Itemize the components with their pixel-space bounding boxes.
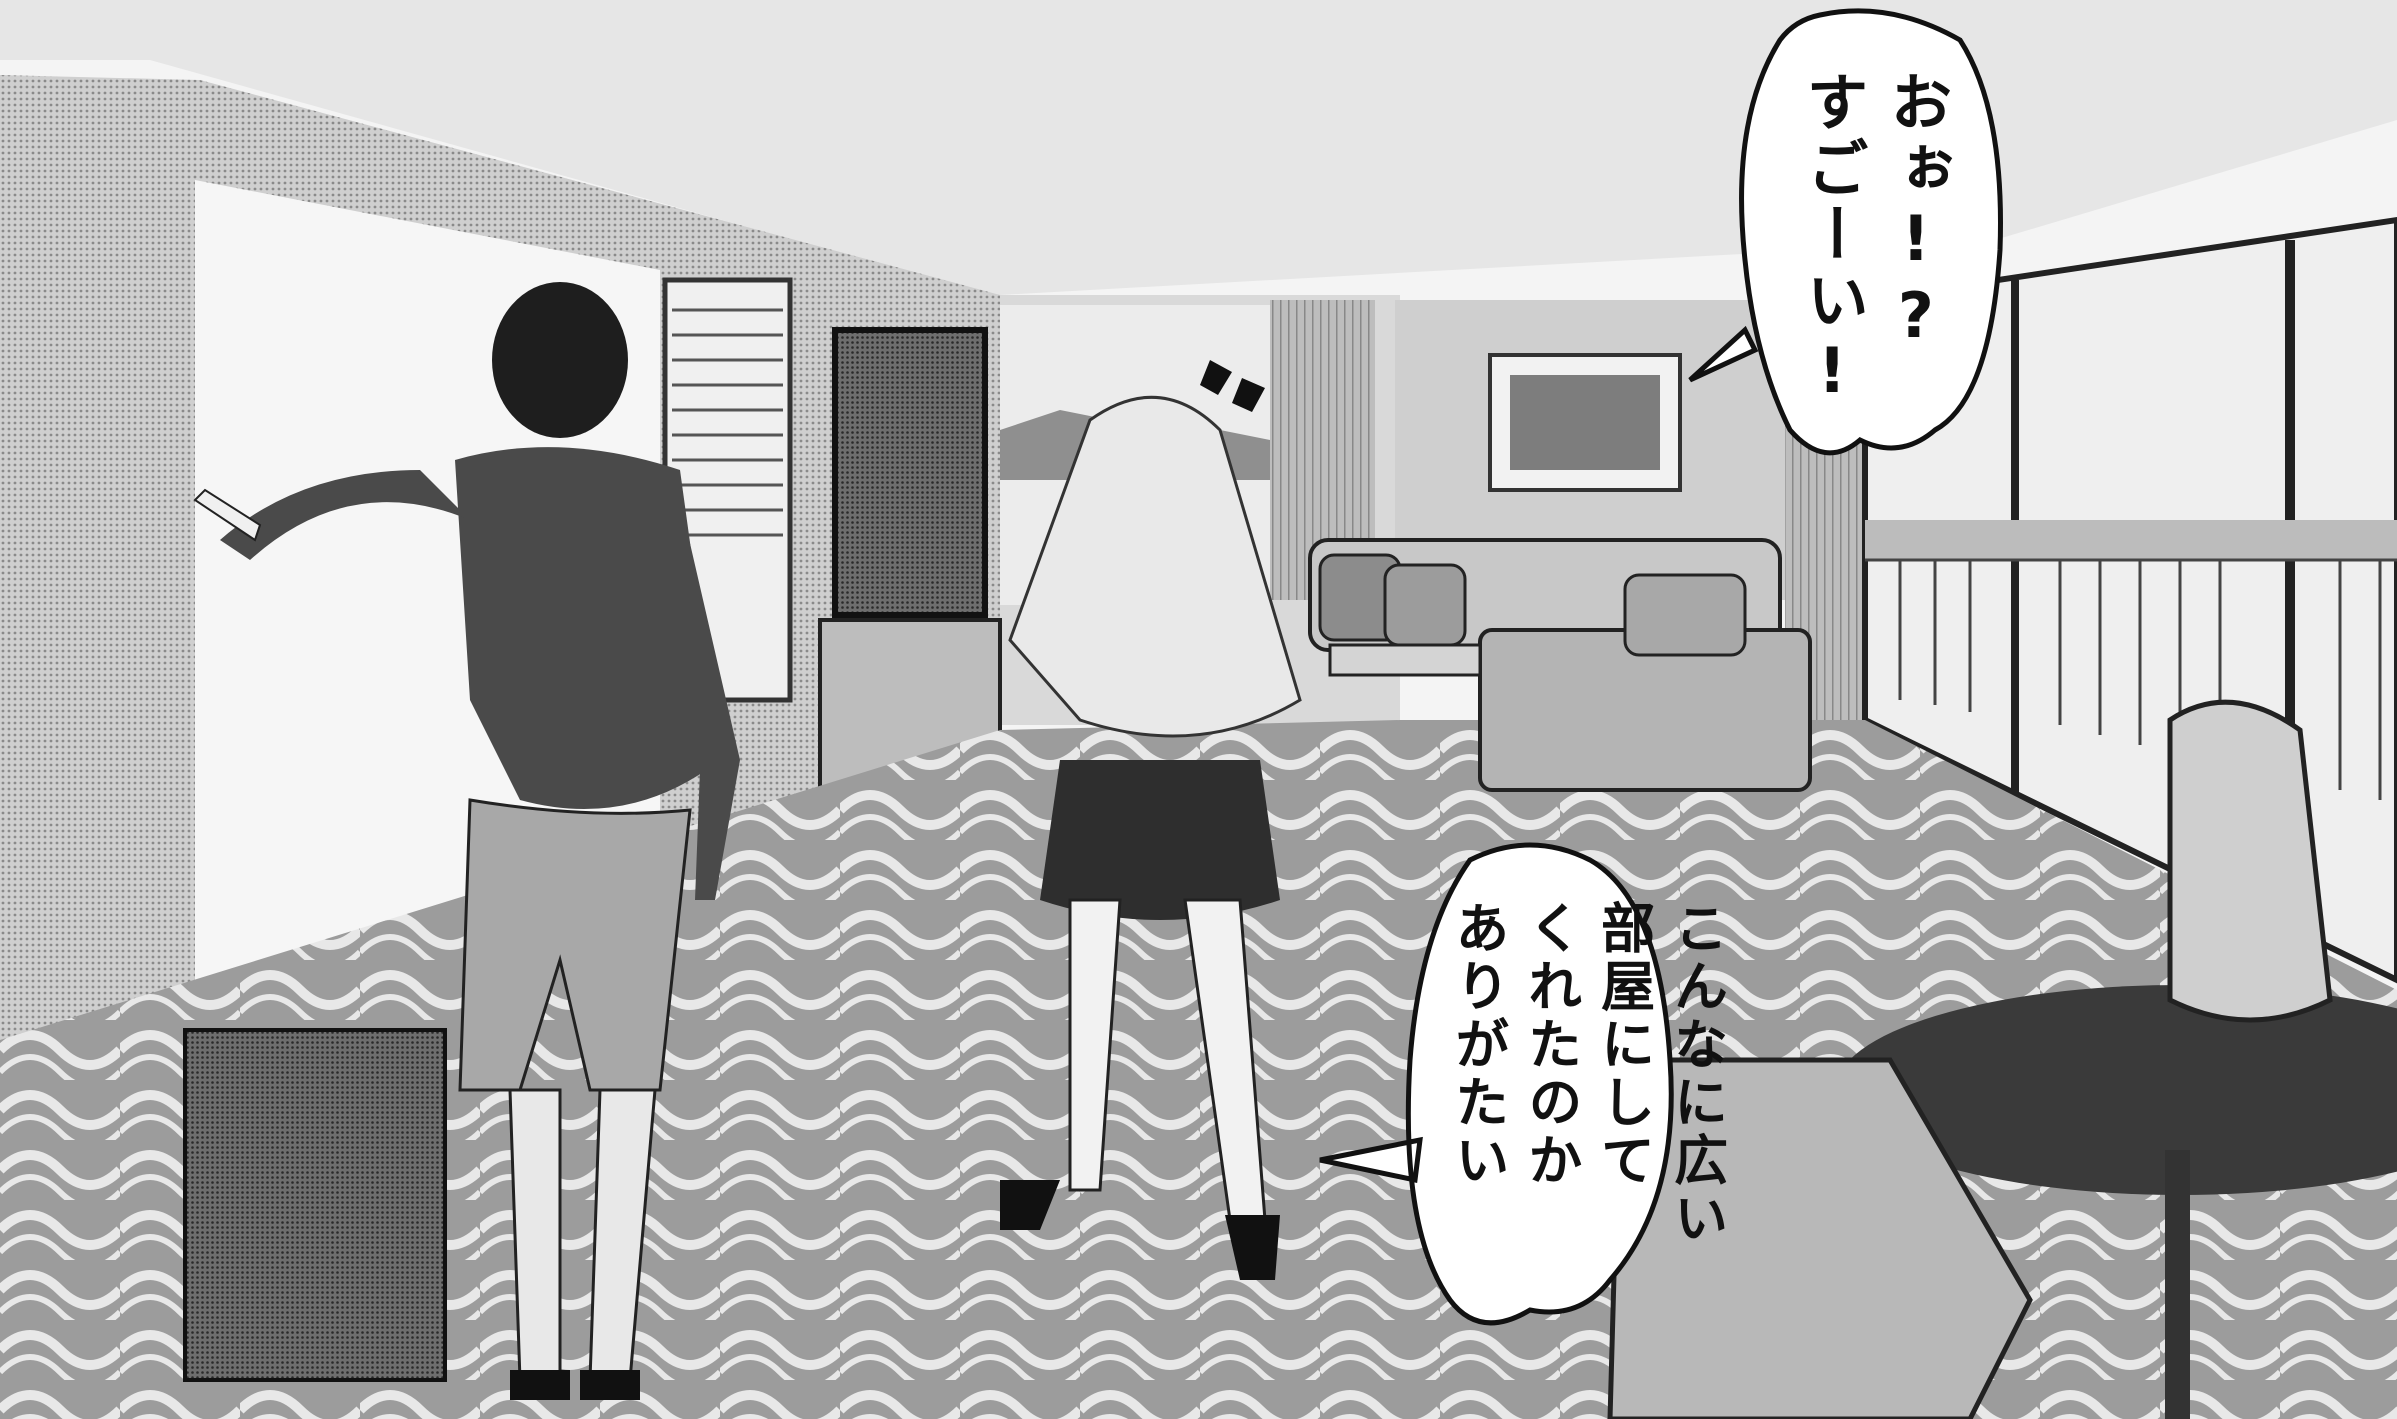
- speech-bubble-2: [1319, 842, 1674, 1326]
- speech-bubble-1: [1688, 8, 2003, 456]
- chair-back: [1607, 1057, 2033, 1419]
- tv: [832, 327, 988, 618]
- wall-picture: [1510, 375, 1660, 470]
- sea-horizon: [1865, 520, 2397, 560]
- surprise-marks: [1200, 360, 1265, 412]
- balcony-railing: [1865, 558, 2397, 800]
- side-table: [183, 1028, 447, 1382]
- armchair-cushion: [1623, 573, 1747, 657]
- louver-slats: [672, 308, 783, 537]
- table-leg: [2165, 1150, 2190, 1419]
- cushion-2: [1383, 563, 1467, 647]
- man-character: [193, 282, 740, 1400]
- girl-character: [1000, 395, 1302, 1280]
- speech-bubble-1-text: おぉ!? すごーい!: [1795, 70, 1953, 411]
- shopping-bag: [2167, 699, 2333, 1023]
- round-table: [1835, 985, 2397, 1195]
- speech-bubble-2-text: こんなに広い 部屋にして くれたのか ありがたい: [1445, 900, 1728, 1248]
- coffee-table: [1328, 643, 1482, 677]
